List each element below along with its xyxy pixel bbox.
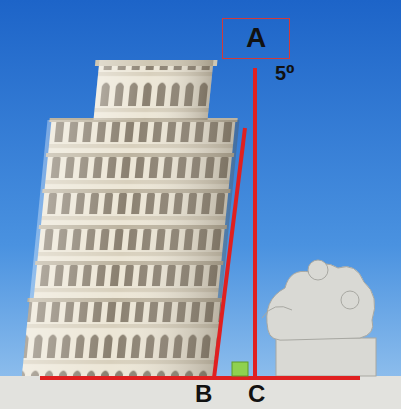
ground-line xyxy=(40,376,360,380)
point-label: A xyxy=(246,23,266,54)
label-box: A xyxy=(222,18,290,59)
vertical-line xyxy=(253,68,257,378)
tilt-line xyxy=(214,128,245,378)
right-angle-mark xyxy=(232,362,248,376)
angle-label: 5⁰ xyxy=(275,62,295,84)
point-label: B xyxy=(195,381,212,407)
point-label: C xyxy=(248,381,265,407)
